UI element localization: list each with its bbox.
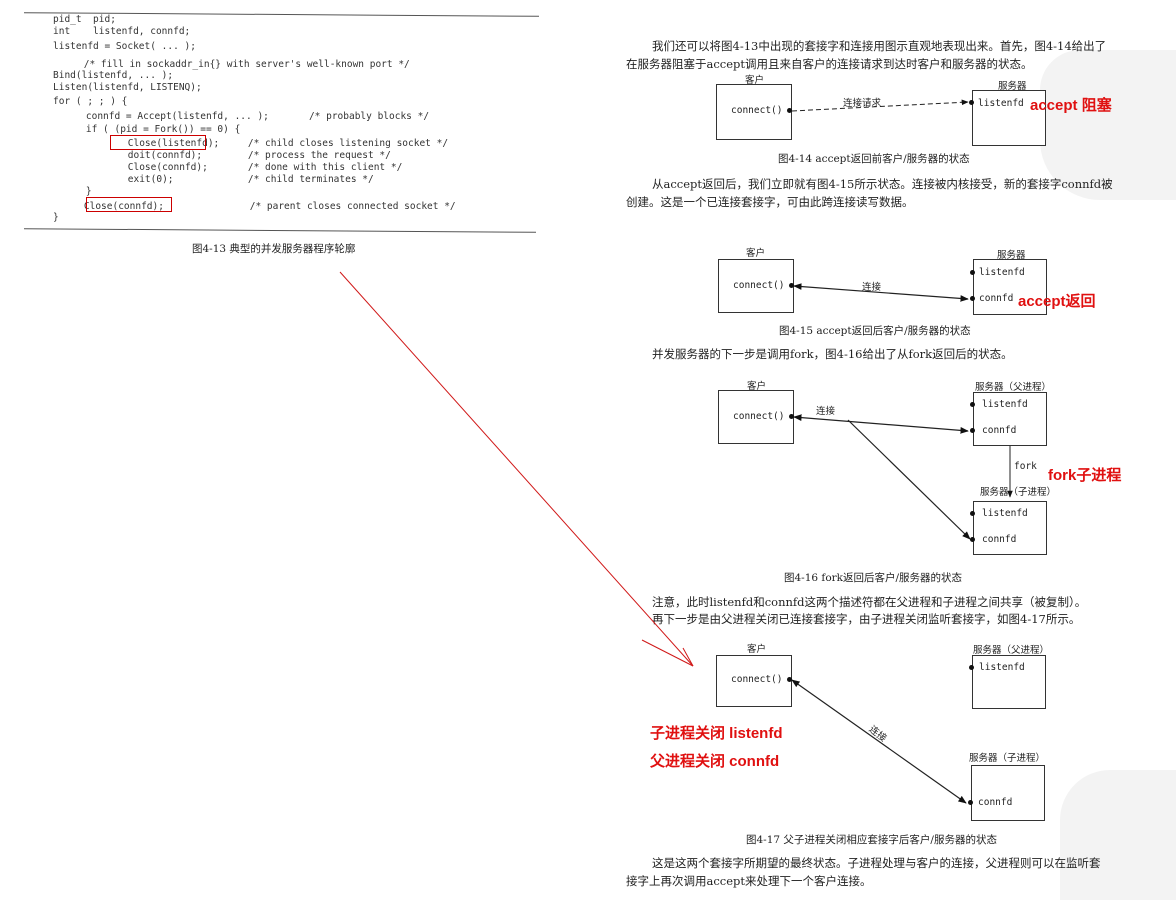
- code-line: connfd = Accept(listenfd, ... ); /* prob…: [63, 111, 430, 122]
- fig17-child-label: 服务器（子进程）: [969, 753, 1046, 764]
- fig15-connfd: connfd: [979, 293, 1014, 304]
- fig15-server-label: 服务器: [997, 250, 1026, 261]
- fig15-annotation: accept返回: [1018, 293, 1096, 310]
- fig16-connfd: connfd: [982, 425, 1017, 436]
- code-line: Close(connfd); /* done with this client …: [82, 162, 403, 173]
- fig16-connection-label: 连接: [816, 406, 836, 417]
- code-line: for ( ; ; ) {: [53, 96, 128, 107]
- fig16-parent-label: 服务器（父进程）: [975, 382, 1052, 393]
- fig16-child-label: 服务器（子进程）: [980, 487, 1057, 498]
- paragraph-5-line-2: 接字上再次调用accept来处理下一个客户连接。: [626, 874, 872, 888]
- fig14-server-socket-dot: [969, 100, 974, 105]
- code-line: listenfd = Socket( ... );: [53, 41, 196, 52]
- watermark-top: [1040, 50, 1176, 200]
- fig14-client-label: 客户: [745, 75, 765, 86]
- figure-caption-4-13: 图4-13 典型的并发服务器程序轮廓: [192, 243, 356, 255]
- code-line: /* fill in sockaddr_in{} with server's w…: [38, 59, 410, 70]
- fig17-connect: connect(): [731, 674, 783, 685]
- fig15-connection-line: [793, 283, 969, 302]
- paragraph-5-line-1: 这是这两个套接字所期望的最终状态。子进程处理与客户的连接，父进程则可以在监听套: [652, 856, 1101, 870]
- fig15-connect: connect(): [733, 280, 785, 291]
- fig16-parent-box: [973, 392, 1047, 446]
- red-pointer-head-a: [641, 639, 694, 667]
- fig16-client-socket-dot: [789, 414, 794, 419]
- fig15-listen-socket-dot: [970, 270, 975, 275]
- fig17-annotation-parent: 父进程关闭 connfd: [650, 753, 780, 770]
- fig14-server-label: 服务器: [998, 81, 1027, 92]
- paragraph-2-line-1: 从accept返回后，我们立即就有图4-15所示状态。连接被内核接受，新的套接字…: [652, 177, 1113, 191]
- code-line: }: [53, 212, 59, 223]
- paragraph-4-line-1: 注意，此时listenfd和connfd这两个描述符都在父进程和子进程之间共享（…: [652, 595, 1087, 609]
- fig16-parent-listen-dot: [970, 402, 975, 407]
- fig17-parent-label: 服务器（父进程）: [973, 645, 1050, 656]
- paragraph-1-line-2: 在服务器阻塞于accept调用且来自客户的连接请求到达时客户和服务器的状态。: [626, 57, 1033, 71]
- code-line: }: [63, 186, 92, 197]
- paragraph-1-line-1: 我们还可以将图4-13中出现的套接字和连接用图示直观地表现出来。首先，图4-14…: [652, 39, 1107, 53]
- fig14-annotation: accept 阻塞: [1030, 97, 1112, 114]
- figure-caption-4-15: 图4-15 accept返回后客户/服务器的状态: [779, 325, 971, 337]
- paragraph-3-line-1: 并发服务器的下一步是调用fork，图4-16给出了从fork返回后的状态。: [652, 347, 1013, 361]
- highlight-close-connfd: [86, 197, 172, 212]
- fig17-parent-box: [972, 655, 1046, 709]
- red-pointer-line: [339, 271, 694, 667]
- fig14-connect: connect(): [731, 105, 783, 116]
- red-pointer-head-b: [682, 647, 694, 667]
- fig17-client-label: 客户: [747, 644, 767, 655]
- fig14-server-box: [972, 90, 1046, 146]
- highlight-close-listenfd: [110, 135, 206, 150]
- fig14-listenfd: listenfd: [978, 98, 1024, 109]
- fig16-parent-conn-dot: [970, 428, 975, 433]
- fig16-client-label: 客户: [747, 381, 767, 392]
- fig17-client-box: [716, 655, 792, 707]
- fig17-child-conn-dot: [968, 800, 973, 805]
- paragraph-4-line-2: 再下一步是由父进程关闭已连接套接字，由子进程关闭监听套接字，如图4-17所示。: [652, 612, 1081, 626]
- fig15-client-socket-dot: [789, 283, 794, 288]
- fig14-request-arrow: [791, 99, 969, 112]
- fig15-client-box: [718, 259, 794, 313]
- fig15-listenfd: listenfd: [979, 267, 1025, 278]
- fig15-server-box: [973, 259, 1047, 315]
- fig16-fork-label: fork: [1014, 461, 1037, 472]
- fig15-conn-socket-dot: [970, 296, 975, 301]
- fig16-child-listen-dot: [970, 511, 975, 516]
- fig16-child-listenfd: listenfd: [982, 508, 1028, 519]
- fig14-client-socket-dot: [787, 108, 792, 113]
- fig17-child-box: [971, 765, 1045, 821]
- code-line: if ( (pid = Fork()) == 0) {: [63, 124, 241, 135]
- figure-caption-4-16: 图4-16 fork返回后客户/服务器的状态: [784, 572, 963, 584]
- fig16-listenfd: listenfd: [982, 399, 1028, 410]
- code-line: Listen(listenfd, LISTENQ);: [53, 82, 202, 93]
- fig16-parent-connection: [793, 414, 969, 434]
- figure-caption-4-17: 图4-17 父子进程关闭相应套接字后客户/服务器的状态: [746, 834, 997, 846]
- fig17-annotation-child: 子进程关闭 listenfd: [650, 725, 783, 742]
- fig16-annotation: fork子进程: [1048, 467, 1122, 484]
- paragraph-2-line-2: 创建。这是一个已连接套接字，可由此跨连接读写数据。: [626, 195, 914, 209]
- fig16-child-connfd: connfd: [982, 534, 1017, 545]
- fig17-client-socket-dot: [787, 677, 792, 682]
- code-line: Close(listenfd); /* child closes listeni…: [82, 138, 449, 149]
- code-line: pid_t pid;: [53, 14, 116, 25]
- fig16-connect: connect(): [733, 411, 785, 422]
- code-line: int listenfd, connfd;: [53, 26, 191, 37]
- fig15-client-label: 客户: [746, 248, 766, 259]
- code-line: Bind(listenfd, ... );: [53, 70, 174, 81]
- fig17-connection-line: [791, 679, 967, 804]
- watermark-bottom: [1060, 770, 1176, 900]
- code-line: doit(connfd); /* process the request */: [82, 150, 391, 161]
- fig14-request-label: 连接请求: [843, 98, 882, 109]
- fig17-parent-listen-dot: [969, 665, 974, 670]
- fig16-child-conn-dot: [970, 537, 975, 542]
- fig17-listenfd: listenfd: [979, 662, 1025, 673]
- figure-caption-4-14: 图4-14 accept返回前客户/服务器的状态: [778, 153, 970, 165]
- fig16-child-box: [973, 501, 1047, 555]
- code-line: Close(connfd); /* parent closes connecte…: [61, 201, 456, 212]
- fig16-child-connection: [847, 419, 971, 540]
- fig17-connfd: connfd: [978, 797, 1013, 808]
- code-line: exit(0); /* child terminates */: [82, 174, 374, 185]
